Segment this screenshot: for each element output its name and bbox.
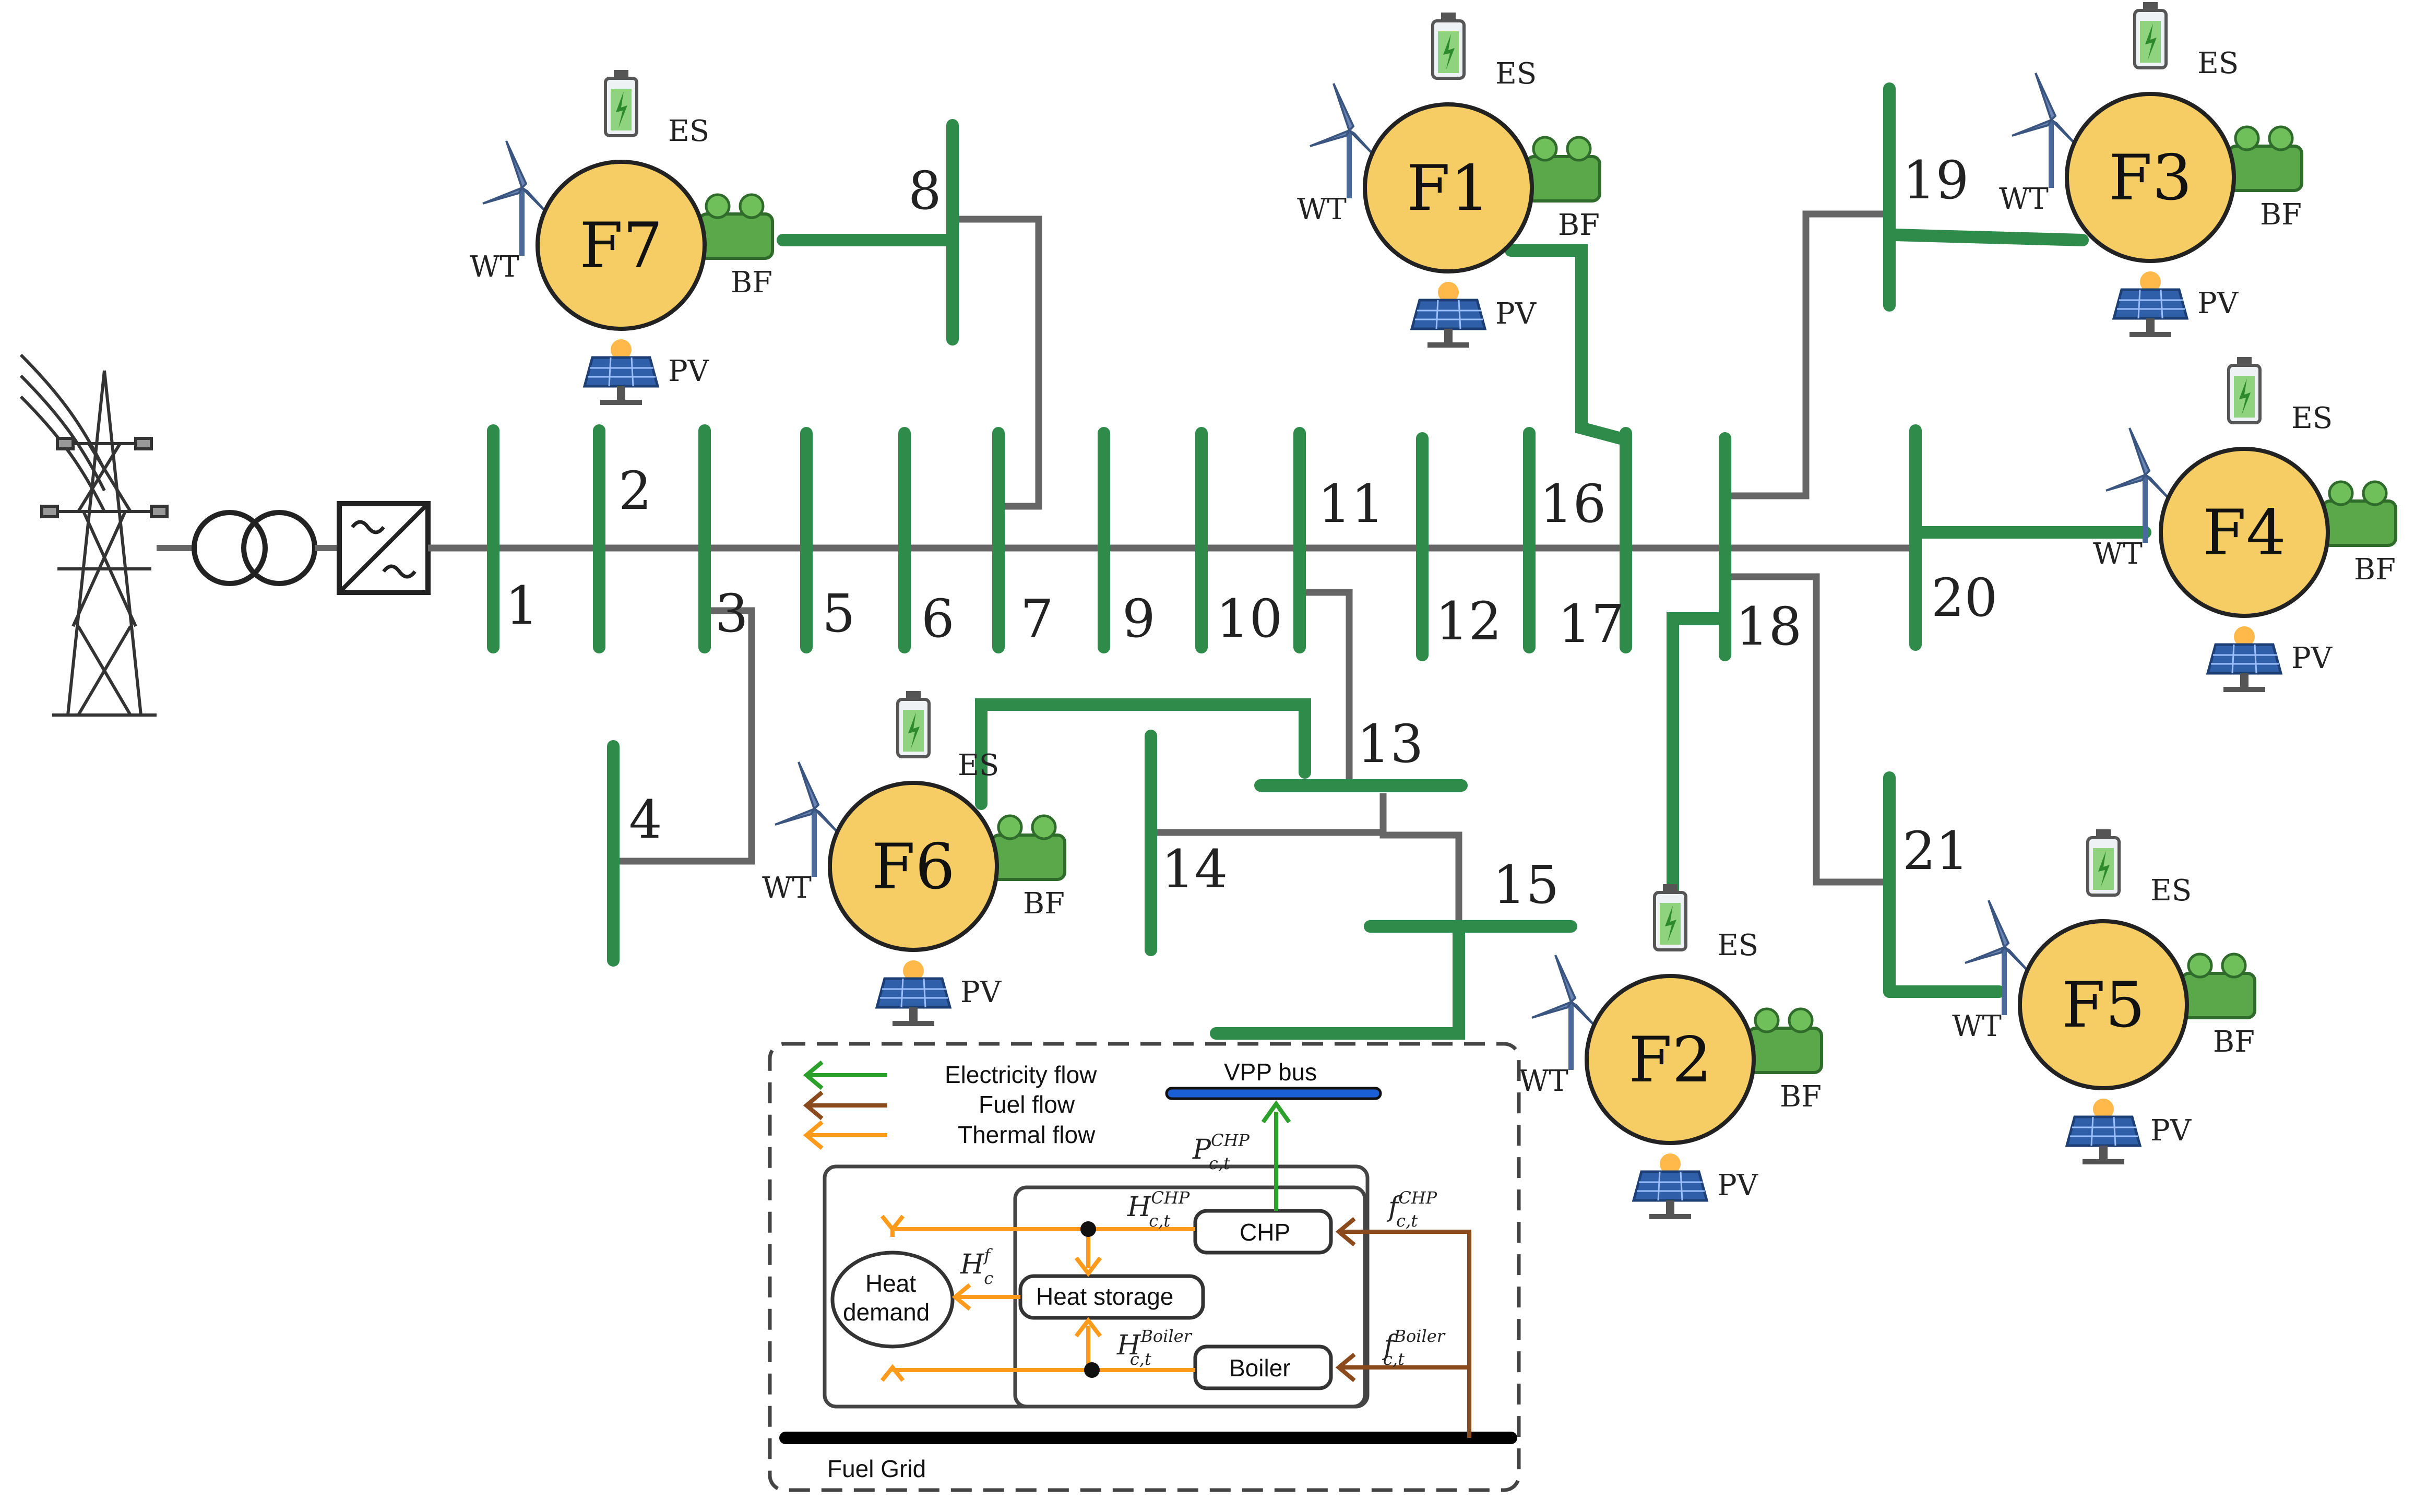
unit-F2: F2 WT ES BF PV: [1519, 884, 1822, 1219]
bus-label-2: 2: [618, 460, 652, 521]
heat-storage-label: Heat storage: [1036, 1283, 1173, 1310]
bus-label-18: 18: [1735, 596, 1802, 657]
bus-label-15: 15: [1493, 854, 1559, 915]
unit-F3: F3 WT ES BF PV: [1999, 2, 2302, 337]
heat-demand-label-2: demand: [843, 1299, 930, 1326]
bus-label-14: 14: [1161, 839, 1228, 900]
unit-label-F6: F6: [872, 831, 955, 903]
wt-label-F1: WT: [1297, 193, 1347, 227]
bf-label-F6: BF: [1023, 887, 1065, 921]
heat-demand-node: [830, 1251, 955, 1349]
pv-label-F4: PV: [2291, 641, 2333, 675]
network-lines: [428, 210, 1916, 926]
transformer-icon: [192, 510, 317, 586]
pv-label-F6: PV: [960, 975, 1002, 1009]
pv-label-F5: PV: [2150, 1114, 2192, 1148]
es-label-F3: ES: [2197, 46, 2239, 80]
es-label-F5: ES: [2150, 874, 2192, 908]
bus-label-8: 8: [908, 160, 942, 221]
es-label-F7: ES: [668, 114, 709, 148]
bus-label-21: 21: [1902, 820, 1969, 882]
unit-label-F4: F4: [2203, 497, 2286, 569]
unit-F6: F6 WT ES BF PV: [762, 691, 1065, 1026]
bus-label-13: 13: [1357, 713, 1423, 775]
unit-F5: F5 WT ES BF PV: [1952, 829, 2255, 1164]
bus-label-16: 16: [1540, 473, 1606, 534]
legend-fuel: Fuel flow: [979, 1091, 1075, 1118]
es-label-F4: ES: [2291, 401, 2333, 435]
legend-thermal: Thermal flow: [958, 1121, 1096, 1148]
bus-label-20: 20: [1931, 567, 1997, 628]
vpp-bus-label: VPP bus: [1224, 1058, 1317, 1086]
wt-label-F7: WT: [470, 250, 519, 284]
pv-label-F3: PV: [2197, 287, 2239, 320]
unit-label-F1: F1: [1407, 152, 1490, 225]
bus-label-17: 17: [1558, 593, 1624, 654]
bf-label-F2: BF: [1780, 1080, 1822, 1114]
bf-label-F5: BF: [2213, 1025, 2255, 1059]
bus-label-10: 10: [1216, 588, 1282, 649]
pv-label-F1: PV: [1495, 297, 1537, 331]
bus-label-11: 11: [1318, 473, 1384, 534]
legend-electricity: Electricity flow: [945, 1061, 1097, 1088]
wt-label-F5: WT: [1952, 1009, 2002, 1043]
bus-label-7: 7: [1020, 588, 1054, 649]
unit-label-F3: F3: [2109, 142, 2192, 215]
bus-label-4: 4: [629, 789, 662, 850]
pv-label-F7: PV: [668, 354, 710, 388]
wt-label-F4: WT: [2093, 537, 2143, 571]
wt-label-F6: WT: [762, 871, 812, 905]
fuel-grid-label: Fuel Grid: [827, 1455, 926, 1482]
feeder-lines: [777, 229, 2151, 1040]
vpp-bus-bar: [1165, 1087, 1382, 1100]
transmission-tower-icon: [19, 353, 169, 717]
bus-label-9: 9: [1122, 588, 1156, 649]
bus-label-3: 3: [715, 583, 748, 644]
bus-label-5: 5: [822, 583, 855, 644]
bus-label-12: 12: [1435, 591, 1502, 652]
bus-label-19: 19: [1902, 150, 1969, 211]
bus-label-1: 1: [505, 575, 539, 636]
boiler-box: [1193, 1344, 1333, 1390]
legend: Electricity flow Fuel flow Thermal flow: [803, 1060, 1097, 1150]
bf-label-F3: BF: [2260, 198, 2302, 232]
chp-box: [1193, 1209, 1333, 1255]
bf-label-F4: BF: [2354, 553, 2396, 587]
heat-demand-label-1: Heat: [865, 1270, 916, 1297]
unit-F7: F7 WT ES BF PV: [470, 70, 772, 405]
bus-labels: 1 2 3 4 5 6 7 8 9 10 11 12 13 14 15 16 1…: [505, 150, 1997, 915]
bus-label-6: 6: [921, 588, 955, 649]
es-label-F2: ES: [1717, 928, 1758, 962]
bus-bars: [487, 82, 1922, 998]
unit-label-F5: F5: [2062, 969, 2145, 1042]
unit-label-F2: F2: [1628, 1024, 1712, 1097]
chp-label: CHP: [1240, 1219, 1290, 1246]
converter-icon: [337, 501, 431, 595]
unit-label-F7: F7: [579, 210, 663, 282]
boiler-label: Boiler: [1229, 1354, 1291, 1382]
es-label-F6: ES: [958, 748, 999, 782]
unit-F1: F1 WT ES BF PV: [1297, 13, 1600, 348]
wt-label-F3: WT: [1999, 182, 2049, 216]
wt-label-F2: WT: [1519, 1064, 1568, 1098]
es-label-F1: ES: [1495, 57, 1537, 91]
bf-label-F1: BF: [1558, 208, 1600, 242]
pv-label-F2: PV: [1717, 1169, 1759, 1203]
bf-label-F7: BF: [731, 266, 772, 300]
unit-F4: F4 WT ES BF PV: [2093, 357, 2396, 692]
vpp-inset: Electricity flow Fuel flow Thermal flow …: [768, 1042, 1521, 1492]
